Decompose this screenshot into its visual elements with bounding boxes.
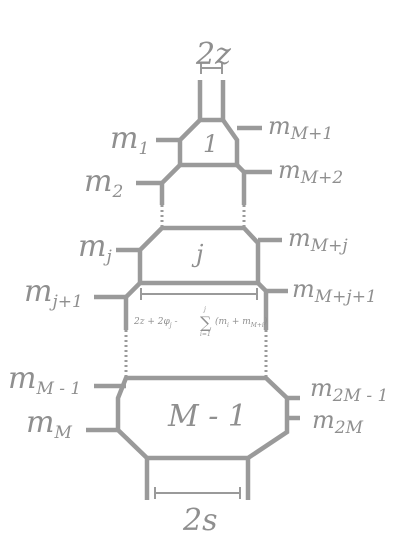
left-mass-labels: m1 m2 mj mj+1 mM - 1 mM [8, 121, 149, 443]
top-width-bracket [200, 62, 223, 74]
dotted-continuation-upper [160, 205, 246, 228]
width-formula: 2z + 2φj - ∑ j i=1 (mi + mM+i) [133, 306, 268, 338]
formula-summand: (m [215, 316, 227, 327]
face-M-minus-1-label: M - 1 [167, 399, 247, 434]
left-legs [86, 137, 180, 433]
bottom-legs [144, 458, 251, 500]
svg-text:(mi + mM+i): (mi + mM+i) [215, 316, 268, 329]
top-width-label: 2z [195, 37, 231, 72]
top-legs [197, 80, 226, 120]
right-mass-M-plus-1: mM+1 [268, 112, 333, 144]
formula-sum-upper: j [202, 306, 206, 313]
width-bracket [140, 288, 258, 300]
bottom-width-bracket [154, 487, 241, 499]
bottom-width-label: 2s [182, 503, 217, 538]
formula-summand-sub-1: i [227, 322, 229, 329]
left-mass-j: mj [78, 229, 112, 267]
formula-sum-lower: i=1 [200, 331, 211, 338]
formula-sum-sign: ∑ [200, 313, 212, 332]
formula-prefix-sub: j [168, 322, 172, 329]
right-mass-M-plus-j-plus-1: mM+j+1 [292, 275, 377, 307]
right-mass-M-plus-2: mM+2 [278, 156, 343, 188]
face-j-label: j [191, 240, 204, 268]
left-mass-M: mM [26, 405, 72, 443]
left-mass-M-minus-1: mM - 1 [8, 361, 81, 399]
face-1-label: 1 [203, 130, 218, 158]
right-legs [237, 125, 300, 421]
formula-summand-sub-2: M+i [250, 322, 264, 329]
formula-prefix: 2z + 2φ [133, 317, 170, 327]
formula-summand-mid: + m [229, 317, 251, 327]
svg-text:2z + 2φj -: 2z + 2φj - [133, 317, 178, 329]
right-mass-2M: m2M [312, 406, 364, 438]
right-mass-2M-minus-1: m2M - 1 [310, 374, 388, 406]
level-2-edges [159, 163, 247, 205]
left-mass-2: m2 [84, 164, 123, 202]
right-mass-labels: mM+1 mM+2 mM+j mM+j+1 m2M - 1 m2M [268, 112, 388, 438]
left-mass-1: m1 [110, 121, 149, 159]
formula-summand-close: ) [263, 316, 268, 327]
dotted-continuation-lower [124, 330, 268, 378]
right-mass-M-plus-j: mM+j [288, 224, 348, 256]
formula-minus: - [172, 317, 178, 327]
left-mass-j-plus-1: mj+1 [24, 274, 83, 312]
